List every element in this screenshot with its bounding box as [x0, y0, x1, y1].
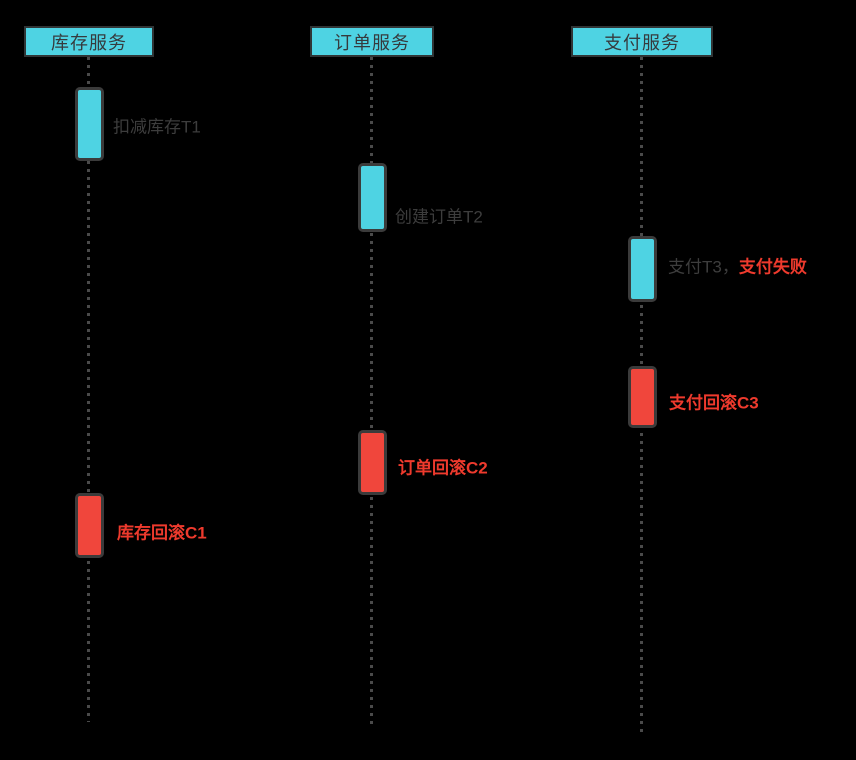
activation-t2-create-order [358, 163, 387, 232]
label-t3-payment-failed: 支付T3，支付失败 [668, 259, 807, 276]
label-t3-prefix: 支付T3， [668, 257, 739, 277]
service-header-inventory: 库存服务 [24, 26, 154, 57]
activation-c2-order-rollback [358, 430, 387, 495]
activation-t1-deduct-inventory [75, 87, 104, 161]
label-t3-failure-highlight: 支付失败 [738, 257, 807, 277]
label-t2-create-order: 创建订单T2 [395, 207, 483, 227]
service-header-inventory-label: 库存服务 [51, 32, 127, 53]
label-c2-order-rollback: 订单回滚C2 [398, 458, 488, 478]
lifeline-order [370, 57, 373, 728]
service-header-payment-label: 支付服务 [604, 32, 680, 53]
label-c1-inventory-rollback: 库存回滚C1 [117, 523, 207, 543]
activation-t3-payment [628, 236, 657, 302]
activation-c3-payment-rollback [628, 366, 657, 428]
lifeline-inventory [87, 57, 90, 722]
activation-c1-inventory-rollback [75, 493, 104, 558]
label-c3-payment-rollback: 支付回滚C3 [669, 393, 759, 413]
service-header-payment: 支付服务 [571, 26, 713, 57]
service-header-order-label: 订单服务 [334, 32, 410, 53]
label-t1-deduct-inventory: 扣减库存T1 [113, 117, 201, 137]
service-header-order: 订单服务 [310, 26, 434, 57]
